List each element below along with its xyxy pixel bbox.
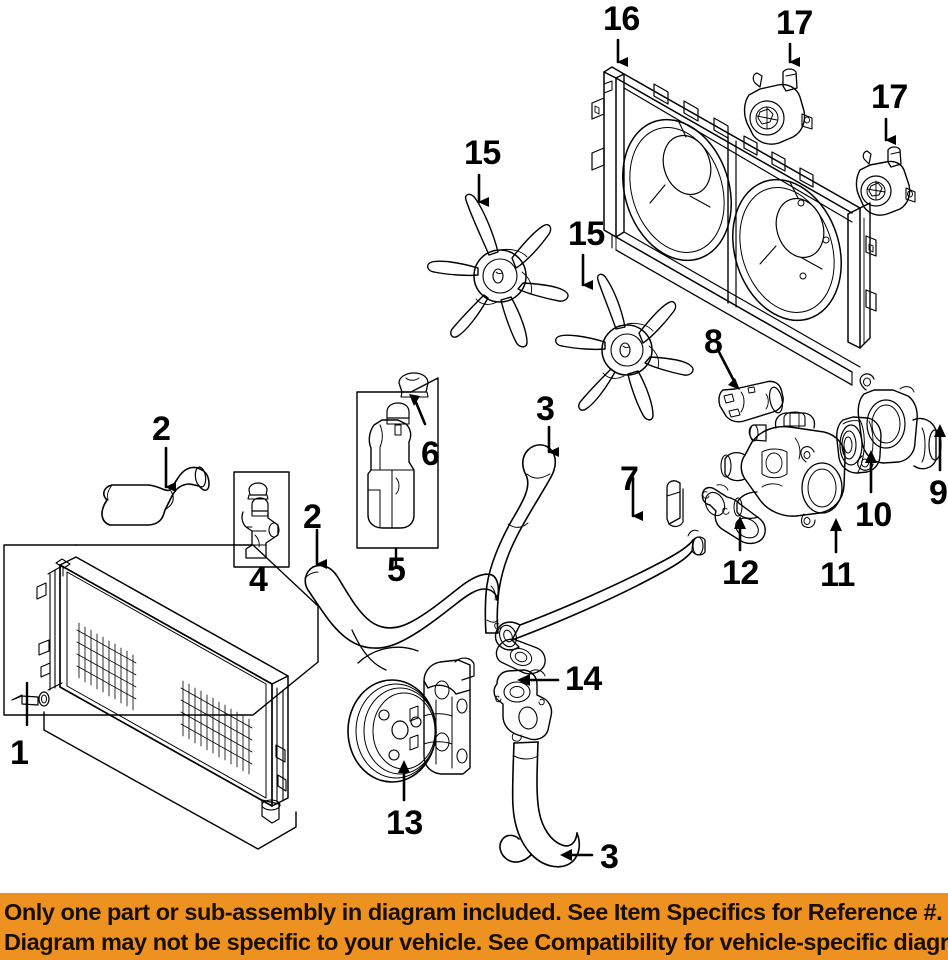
callout-3b: 3 — [600, 838, 619, 876]
callout-17a: 17 — [776, 4, 813, 42]
coolant-hose — [484, 444, 557, 634]
water-pump — [347, 629, 475, 783]
callout-4: 4 — [249, 561, 268, 599]
callout-leaders — [25, 38, 946, 861]
callout-6: 6 — [421, 435, 440, 473]
callout-1: 1 — [10, 734, 29, 772]
callout-15b: 15 — [568, 215, 605, 253]
coolant-reservoir-tank — [356, 372, 439, 567]
water-outlet-housing — [857, 373, 942, 471]
fan-motor-right — [855, 146, 916, 216]
radiator-assembly — [3, 544, 319, 850]
water-pump-bracket — [493, 638, 553, 742]
thermostat — [836, 416, 882, 474]
radiator-hose-upper — [101, 466, 210, 526]
radiator-hose-lower — [304, 564, 500, 649]
fan-motor-left — [743, 68, 813, 145]
callout-17b: 17 — [871, 78, 908, 116]
cooling-fan-blade-left — [427, 193, 569, 348]
callout-3a: 3 — [536, 390, 555, 428]
water-inlet-pipe — [494, 480, 706, 651]
callout-14: 14 — [565, 660, 602, 698]
coolant-hose-bottom — [499, 741, 581, 868]
fan-shroud — [591, 66, 877, 386]
water-pipe-connector — [718, 380, 784, 423]
cooling-fan-blade-right — [555, 273, 694, 421]
disclaimer-line-2: Diagram may not be specific to your vehi… — [4, 929, 948, 955]
callout-11: 11 — [820, 556, 855, 594]
callout-16: 16 — [603, 0, 640, 38]
callout-2a: 2 — [152, 410, 171, 448]
disclaimer-banner: Only one part or sub-assembly in diagram… — [0, 893, 948, 960]
thermostat-housing — [720, 411, 846, 529]
callout-2b: 2 — [303, 498, 322, 536]
callout-12: 12 — [722, 554, 759, 592]
callout-15a: 15 — [464, 134, 501, 172]
callout-8: 8 — [704, 323, 723, 361]
callout-13: 13 — [386, 804, 423, 842]
callout-10: 10 — [855, 496, 892, 534]
callout-5: 5 — [387, 551, 406, 589]
disclaimer-line-1: Only one part or sub-assembly in diagram… — [4, 899, 943, 925]
callout-7: 7 — [620, 460, 639, 498]
callout-9: 9 — [929, 474, 948, 512]
